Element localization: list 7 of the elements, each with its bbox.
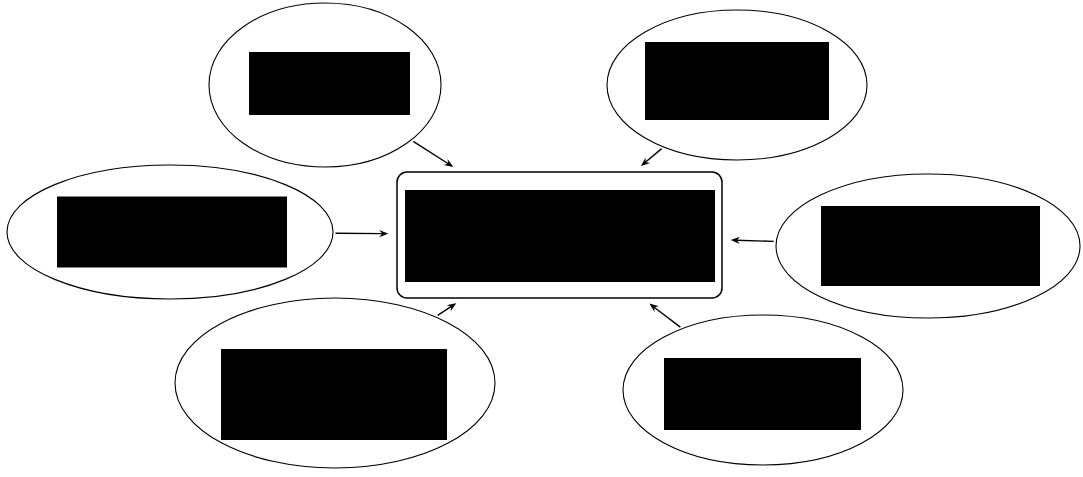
filled-box [249, 52, 410, 115]
filled-box [821, 206, 1040, 286]
filled-box [57, 196, 287, 268]
filled-box [221, 349, 447, 440]
filled-box [645, 42, 829, 120]
filled-box [405, 190, 715, 282]
filled-box [664, 358, 861, 430]
